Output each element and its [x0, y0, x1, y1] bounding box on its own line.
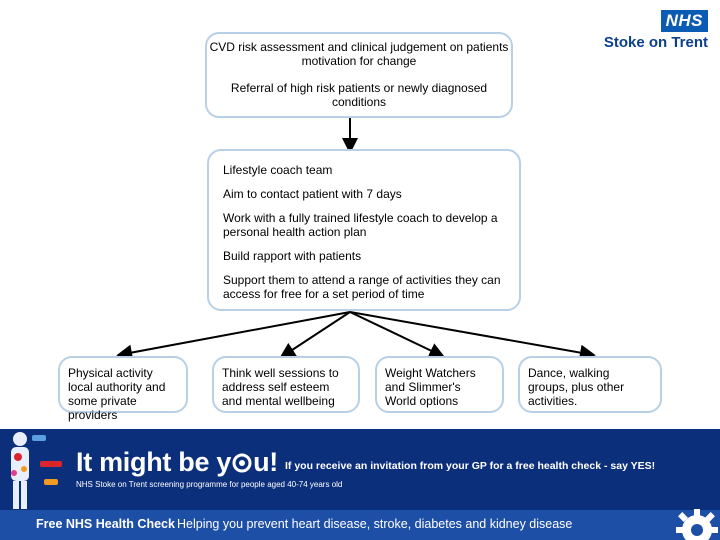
option-box-physical-activity: Physical activity local authority and so… — [58, 356, 188, 422]
screening-text: NHS Stoke on Trent screening programme f… — [76, 480, 343, 489]
coach-line-2: Aim to contact patient with 7 days — [223, 187, 402, 201]
free-health-check-label: Free NHS Health Check — [36, 517, 175, 531]
coach-line-5: Support them to attend a range of activi… — [223, 273, 501, 301]
option-text: Weight Watchers and Slimmer's World opti… — [385, 366, 476, 408]
arrow-to-option-4 — [349, 311, 596, 361]
option-text: Dance, walking groups, plus other activi… — [528, 366, 625, 408]
arrow-to-option-3 — [349, 311, 446, 358]
option-text: Think well sessions to address self este… — [222, 366, 339, 408]
referral-line-1: CVD risk assessment and clinical judgeme… — [209, 40, 509, 68]
option-box-dance-walking: Dance, walking groups, plus other activi… — [518, 356, 662, 413]
headline-part-2: u! — [253, 447, 278, 477]
referral-line-2: Referral of high risk patients or newly … — [230, 81, 488, 109]
banner-headline: It might be y u! — [76, 447, 278, 478]
cog-o-icon — [232, 453, 252, 473]
body-figure-icon — [11, 432, 62, 509]
health-check-banner: It might be y u! If you receive an invita… — [0, 429, 720, 540]
helping-text: Helping you prevent heart disease, strok… — [177, 517, 573, 531]
option-box-weight-watchers: Weight Watchers and Slimmer's World opti… — [375, 356, 504, 413]
org-name: Stoke on Trent — [603, 34, 708, 51]
flow-connectors — [116, 118, 596, 361]
arrow-to-option-1 — [116, 311, 351, 361]
headline-part-1: It might be y — [76, 447, 232, 477]
arrow-to-option-2 — [279, 311, 351, 359]
referral-box: CVD risk assessment and clinical judgeme… — [205, 32, 513, 118]
lifestyle-coach-box: Lifestyle coach team Aim to contact pati… — [207, 149, 521, 311]
option-text: Physical activity local authority and so… — [68, 366, 166, 422]
gear-icon — [676, 509, 718, 540]
coach-line-1: Lifestyle coach team — [223, 163, 333, 177]
invitation-text: If you receive an invitation from your G… — [285, 460, 656, 472]
coach-line-4: Build rapport with patients — [223, 249, 362, 263]
nhs-logo: NHS Stoke on Trent — [604, 10, 708, 51]
coach-line-3: Work with a fully trained lifestyle coac… — [223, 211, 498, 239]
banner-footer-strip — [0, 510, 720, 540]
option-box-think-well: Think well sessions to address self este… — [212, 356, 360, 413]
nhs-badge: NHS — [660, 10, 708, 32]
